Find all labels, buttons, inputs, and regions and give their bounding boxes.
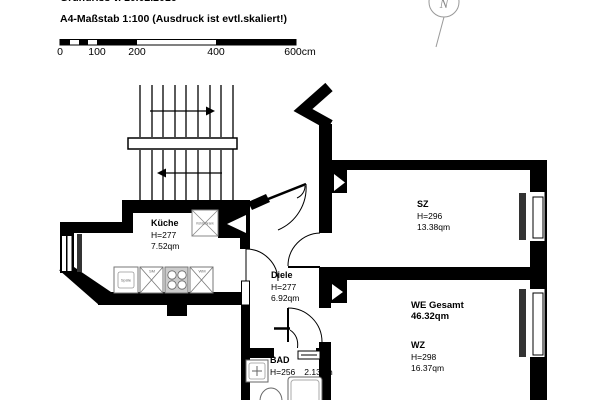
sz-door xyxy=(287,232,321,268)
stair-arrowhead-left xyxy=(157,168,166,178)
stove-unit xyxy=(164,266,189,294)
room-label-wz: WZ H=298 16.37qm xyxy=(411,340,444,375)
sz-window xyxy=(519,172,547,241)
room-label-kueche: Küche H=277 7.52qm xyxy=(151,218,179,253)
plan-title-date: Grundriss v. 10.02.2016 xyxy=(60,0,177,4)
scalebar xyxy=(59,39,297,46)
room-height: H=298 xyxy=(411,351,437,362)
room-height: H=296 xyxy=(417,210,443,221)
scalebar-tick-600: 600cm xyxy=(284,46,316,58)
room-area: 7.52qm xyxy=(151,241,180,251)
room-height: H=277 xyxy=(271,281,297,292)
room-area: 6.92qm xyxy=(271,293,300,303)
north-compass: N xyxy=(428,0,460,48)
total-area: 46.32qm xyxy=(411,311,450,322)
room-name: WZ xyxy=(411,340,425,350)
scalebar-tick-200: 200 xyxy=(128,46,146,58)
fridge: Kühlschrank xyxy=(191,209,219,237)
room-name: SZ xyxy=(417,199,429,209)
total-name: WE Gesamt xyxy=(411,300,464,311)
room-name: BAD xyxy=(270,355,290,365)
room-label-sz: SZ H=296 13.38qm xyxy=(417,199,450,234)
room-name: Diele xyxy=(271,270,293,280)
staircase xyxy=(127,85,238,200)
room-area: 16.37qm xyxy=(411,363,445,373)
compass-north-label: N xyxy=(439,0,450,11)
kitchen-door xyxy=(241,248,279,306)
shower xyxy=(287,376,323,400)
room-height: H=256 xyxy=(270,366,296,377)
scalebar-tick-0: 0 xyxy=(57,46,63,58)
dishwasher-label: SM xyxy=(149,269,155,274)
stair-handrail xyxy=(127,137,238,150)
stair-arrowhead-right xyxy=(206,106,215,116)
room-label-bad: BAD H=256 2.13qm xyxy=(270,355,342,378)
room-area: 2.13qm xyxy=(304,366,333,377)
entry-door xyxy=(252,182,307,231)
kitchen-window xyxy=(62,234,82,272)
shaft-symbols xyxy=(227,174,345,300)
wz-window xyxy=(519,288,547,358)
entry-angled-wall xyxy=(293,82,333,130)
doors xyxy=(241,182,323,360)
toilet xyxy=(259,387,283,400)
room-height: H=277 xyxy=(151,229,177,240)
room-label-diele: Diele H=277 6.92qm xyxy=(271,270,299,305)
washer-unit: WM xyxy=(189,266,214,294)
scalebar-tick-100: 100 xyxy=(88,46,106,58)
scalebar-tick-400: 400 xyxy=(207,46,225,58)
compass-needle xyxy=(435,16,445,48)
bad-door xyxy=(274,327,321,360)
room-name: Küche xyxy=(151,218,179,228)
room-label-gesamt: WE Gesamt 46.32qm xyxy=(411,300,464,322)
plan-scale-note: A4-Maßstab 1:100 (Ausdruck ist evtl.skal… xyxy=(60,13,287,25)
sink-unit: Spüle xyxy=(113,266,139,294)
fridge-label: Kühlschrank xyxy=(196,222,214,226)
kitchen-counter: Spüle SM WM xyxy=(113,266,214,294)
washer-label: WM xyxy=(198,269,205,274)
dishwasher-unit: SM xyxy=(139,266,164,294)
sink-label: Spüle xyxy=(121,278,132,283)
room-area: 13.38qm xyxy=(417,222,451,232)
bathroom-fixtures xyxy=(245,359,323,400)
wz-door xyxy=(287,307,323,343)
